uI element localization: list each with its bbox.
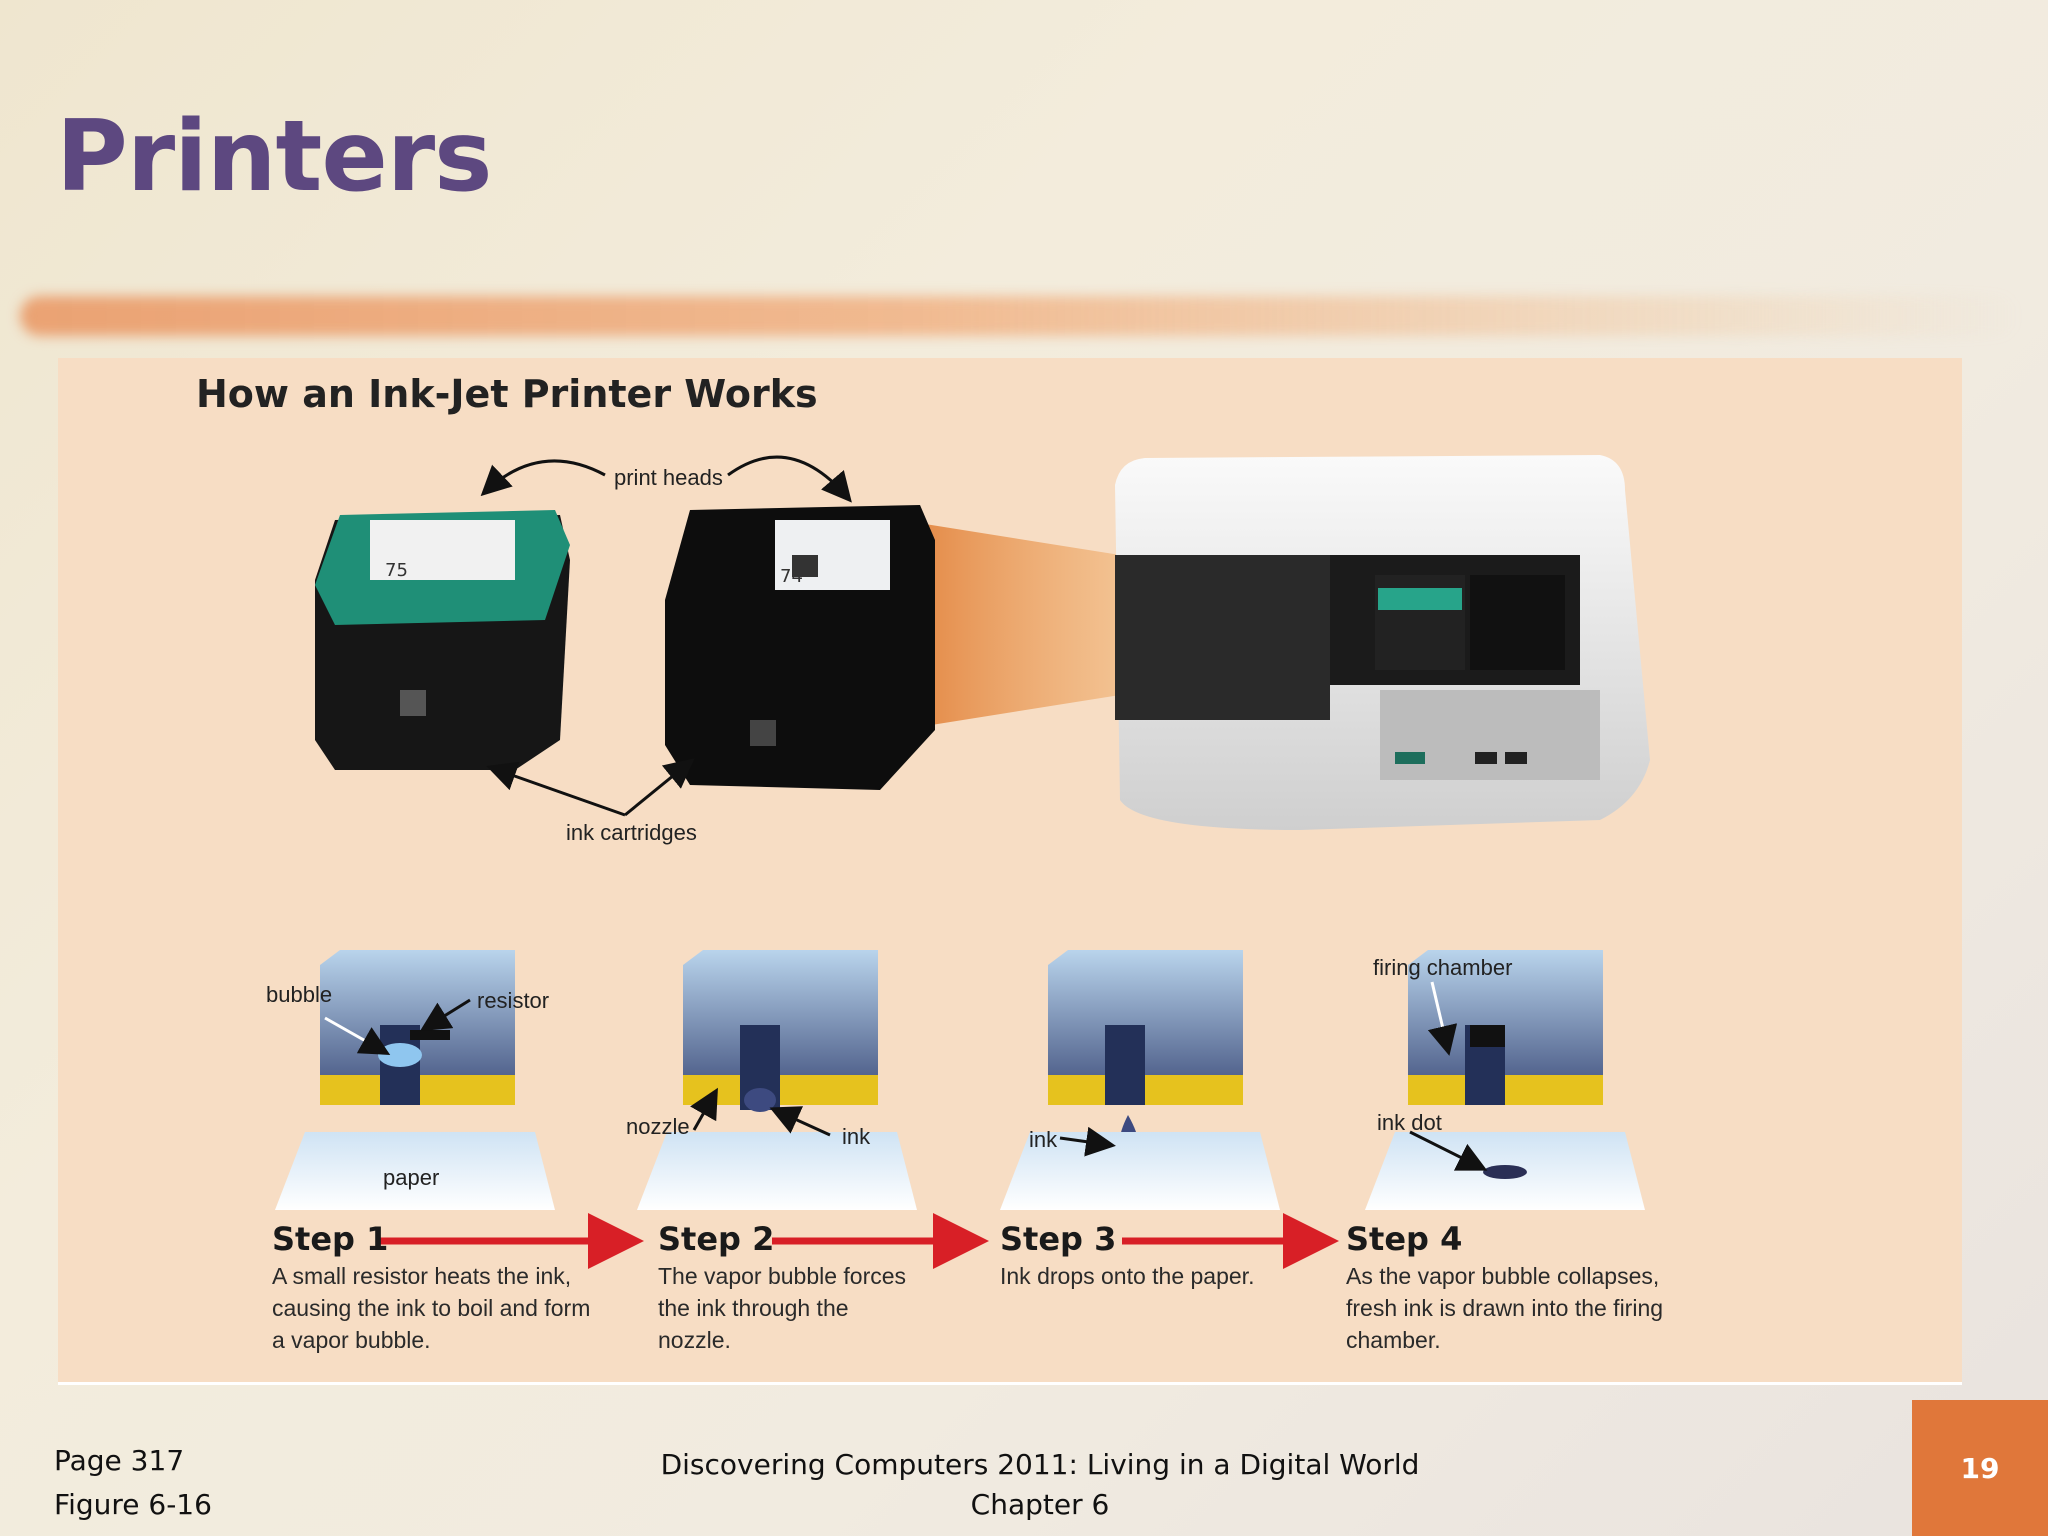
- step2-block: [637, 950, 917, 1210]
- black-cartridge: 74: [665, 505, 935, 790]
- print-heads-arrow-right: [727, 455, 852, 503]
- slide-number-box: 19: [1912, 1400, 2048, 1536]
- ink-arrow-step3: [1059, 1126, 1116, 1157]
- color-cartridge: 75: [315, 510, 570, 770]
- step1-title: Step 1: [272, 1220, 389, 1258]
- ink-dot-mark: [1483, 1165, 1527, 1179]
- label-print-heads: print heads: [614, 465, 723, 490]
- title-underline: [20, 296, 2020, 336]
- ink-cartridges-arrow-left: [486, 761, 626, 817]
- step4-title: Step 4: [1346, 1220, 1463, 1258]
- slide-title: Printers: [56, 100, 492, 214]
- nozzle-arrow: [690, 1087, 718, 1131]
- ink-dot-arrow: [1409, 1130, 1488, 1171]
- step4-block: [1365, 950, 1645, 1210]
- firing-chamber-arrow: [1427, 981, 1458, 1056]
- bubble-arrow: [324, 1016, 391, 1055]
- label-ink-cartridges: ink cartridges: [566, 820, 697, 845]
- footer-chapter: Chapter 6: [970, 1488, 1110, 1521]
- ink-cartridges-arrow-right: [624, 758, 695, 817]
- step3-block: [1000, 950, 1280, 1210]
- label-resistor: resistor: [477, 988, 550, 1013]
- step2-title: Step 2: [658, 1220, 775, 1258]
- step1-desc: A small resistor heats the ink, causing …: [272, 1263, 591, 1353]
- step1-block: [275, 950, 555, 1210]
- step3-desc: Ink drops onto the paper.: [1000, 1263, 1255, 1289]
- label-ink-dot: ink dot: [1377, 1110, 1442, 1135]
- slide-number: 19: [1960, 1451, 2000, 1485]
- step4-desc: As the vapor bubble collapses, fresh ink…: [1346, 1263, 1664, 1353]
- label-paper: paper: [383, 1165, 440, 1190]
- resistor-arrow: [419, 998, 471, 1032]
- print-heads-arrow-left: [480, 459, 606, 497]
- label-ink-step3: ink: [1029, 1127, 1058, 1152]
- label-nozzle: nozzle: [626, 1114, 690, 1139]
- ink-arrow-step2: [769, 1106, 831, 1137]
- footer-book-title: Discovering Computers 2011: Living in a …: [660, 1448, 1420, 1481]
- label-firing-chamber: firing chamber: [1373, 955, 1513, 980]
- label-ink-step2: ink: [842, 1124, 871, 1149]
- printer-photo: [1115, 455, 1650, 830]
- step2-desc: The vapor bubble forces the ink through …: [658, 1263, 907, 1353]
- cartridge-75-text: 75: [385, 560, 408, 581]
- label-bubble: bubble: [266, 982, 333, 1007]
- step3-title: Step 3: [1000, 1220, 1117, 1258]
- footer-figure-ref: Figure 6-16: [54, 1488, 212, 1521]
- footer-page-ref: Page 317: [54, 1444, 185, 1477]
- figure-title: How an Ink-Jet Printer Works: [196, 372, 818, 416]
- zoom-beam: [900, 520, 1120, 730]
